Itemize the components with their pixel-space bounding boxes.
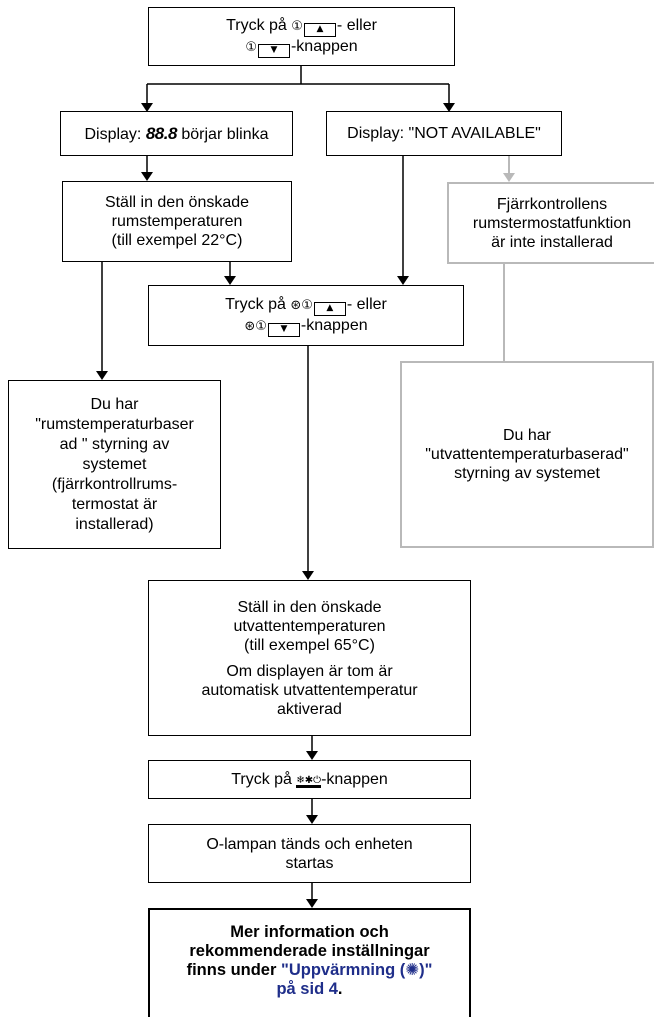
down-key-icon: ▼	[257, 43, 290, 58]
lamp-icon: O	[206, 835, 219, 853]
room-based-line2: "rumstemperaturbaser	[35, 415, 194, 433]
arrow-room-press	[224, 276, 236, 285]
room-based-line4: systemet	[82, 455, 147, 473]
set-water-line1: Ställ in den önskade	[237, 598, 382, 616]
arrow-split-right	[443, 103, 455, 112]
box-press-heat: Tryck på ❄✱⏻-knappen	[148, 760, 471, 799]
arrow-na-remote	[503, 173, 515, 182]
set-water-line3: (till exempel 65°C)	[244, 636, 375, 654]
remote-line1: Fjärrkontrollens	[496, 195, 608, 213]
arrow-na-press	[397, 276, 409, 285]
page-reference-link[interactable]: på sid 4	[276, 980, 338, 998]
arrow-heat-lamp	[306, 815, 318, 824]
arrow-blink-room	[141, 172, 153, 181]
outlet-temp-icon: ⊛①	[290, 297, 313, 313]
box-lamp-on: O-lampan tänds och enheten startas	[148, 824, 471, 883]
blink-digits: 88.8	[145, 123, 178, 143]
display-label: Display:	[84, 125, 142, 143]
press-outlet-or: - eller	[346, 295, 387, 313]
more-info-line1: Mer information och	[230, 923, 389, 941]
arrow-split-left	[141, 103, 153, 112]
set-water-line2: utvattentemperaturen	[233, 617, 386, 635]
box-press-outlet: Tryck på ⊛①▲- eller ⊛①▼-knappen	[148, 285, 464, 346]
press-heat-button: -knappen	[321, 771, 388, 788]
blink-text: börjar blinka	[181, 125, 269, 143]
room-based-line1: Du har	[90, 395, 139, 413]
set-room-line3: (till exempel 22°C)	[111, 232, 243, 249]
box-set-water-temp: Ställ in den önskade utvattentemperature…	[148, 580, 471, 736]
start-text-button: -knappen	[290, 37, 358, 55]
press-outlet-button: -knappen	[300, 316, 368, 334]
box-remote-not-installed: Fjärrkontrollens rumstermostatfunktion ä…	[447, 182, 654, 264]
water-based-line3: styrning av systemet	[454, 465, 600, 482]
press-outlet-text: Tryck på	[225, 295, 286, 313]
set-water-line6: aktiverad	[277, 700, 342, 718]
arrow-water-heat	[306, 751, 318, 760]
set-room-line1: Ställ in den önskade	[104, 194, 250, 211]
outlet-temp-icon: ⊛①	[244, 318, 267, 334]
remote-line2: rumstermostatfunktion	[472, 214, 632, 232]
up-key-icon: ▲	[303, 22, 336, 37]
press-heat-text: Tryck på	[231, 771, 292, 788]
start-text: Tryck på	[226, 16, 287, 34]
room-based-line7: installerad)	[75, 515, 154, 533]
remote-line3: är inte installerad	[491, 233, 613, 251]
thermometer-icon: ①	[291, 18, 303, 34]
arrow-press-water	[302, 571, 314, 580]
room-based-line6: termostat är	[71, 495, 158, 513]
box-not-available: Display: "NOT AVAILABLE"	[326, 111, 562, 156]
up-key-icon: ▲	[313, 301, 346, 316]
box-start: Tryck på ①▲- eller ①▼-knappen	[148, 7, 455, 66]
arrow-lamp-info	[306, 899, 318, 908]
more-info-line2: rekommenderade inställningar	[189, 942, 430, 960]
room-based-line3: ad " styrning av	[59, 435, 170, 453]
box-water-based: Du har "utvattentemperaturbaserad" styrn…	[400, 361, 654, 548]
down-key-icon: ▼	[267, 322, 300, 337]
room-based-line5: (fjärrkontrollrums-	[51, 475, 178, 493]
box-display-blink: Display: 88.8 börjar blinka	[60, 111, 293, 156]
heating-section-link[interactable]: "Uppvärmning (✺)"	[281, 961, 433, 979]
water-based-line1: Du har	[502, 427, 552, 444]
more-info-end: .	[337, 980, 343, 998]
set-water-line4: Om displayen är tom är	[226, 662, 393, 680]
arrow-room-roombased	[96, 371, 108, 380]
lamp-line2: startas	[285, 854, 334, 872]
set-room-line2: rumstemperaturen	[111, 213, 243, 230]
water-based-line2: "utvattentemperaturbaserad"	[425, 446, 629, 463]
box-room-based: Du har "rumstemperaturbaser ad " styrnin…	[8, 380, 221, 549]
box-set-room-temp: Ställ in den önskade rumstemperaturen (t…	[62, 181, 292, 262]
more-info-line3: finns under	[186, 961, 277, 979]
lamp-line1: -lampan tänds och enheten	[218, 835, 413, 853]
box-more-info: Mer information och rekommenderade instä…	[148, 908, 471, 1017]
thermometer-icon: ①	[245, 39, 257, 55]
set-water-line5: automatisk utvattentemperatur	[201, 681, 418, 699]
heating-button-icon: ❄✱⏻	[296, 775, 322, 788]
not-available-text: Display: "NOT AVAILABLE"	[347, 125, 541, 142]
start-text-or: - eller	[336, 16, 377, 34]
